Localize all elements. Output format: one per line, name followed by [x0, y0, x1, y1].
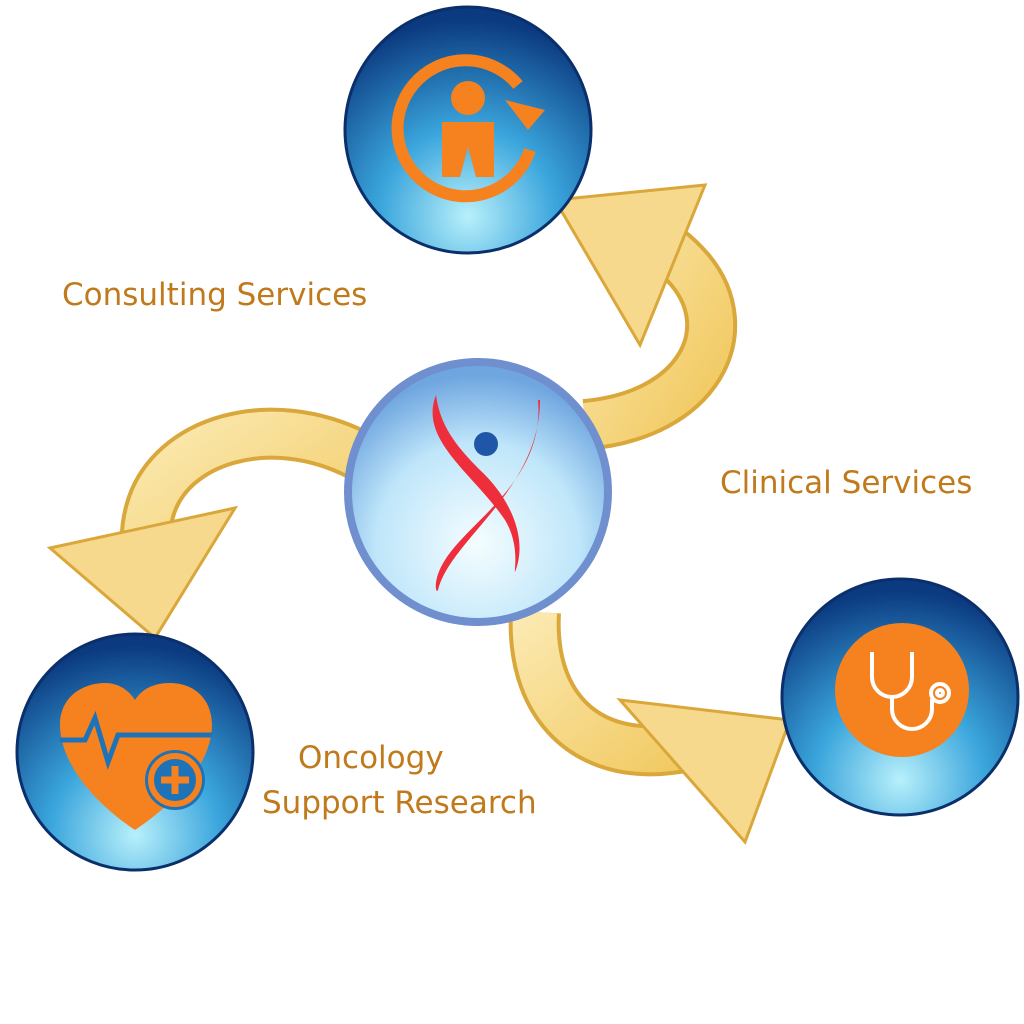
- center-logo-node: [344, 358, 612, 626]
- stethoscope-badge: [835, 623, 969, 757]
- stethoscope-icon: [870, 652, 951, 731]
- clinical-node[interactable]: [780, 577, 1020, 817]
- heart-pulse-plus-icon: [60, 683, 212, 830]
- oncology-label-line2: Support Research: [262, 785, 537, 821]
- consulting-person-cycle-icon: [391, 54, 545, 203]
- arrow-to-clinical: [508, 610, 793, 845]
- oncology-node[interactable]: [15, 632, 255, 872]
- arrow-to-oncology: [46, 407, 370, 641]
- arrow-to-consulting: [552, 183, 738, 451]
- consulting-node[interactable]: [343, 5, 593, 255]
- consulting-services-label: Consulting Services: [62, 277, 368, 313]
- clinical-services-label: Clinical Services: [720, 465, 973, 501]
- ribbon-person-logo-icon: [432, 395, 540, 591]
- oncology-label-line1: Oncology: [298, 740, 444, 776]
